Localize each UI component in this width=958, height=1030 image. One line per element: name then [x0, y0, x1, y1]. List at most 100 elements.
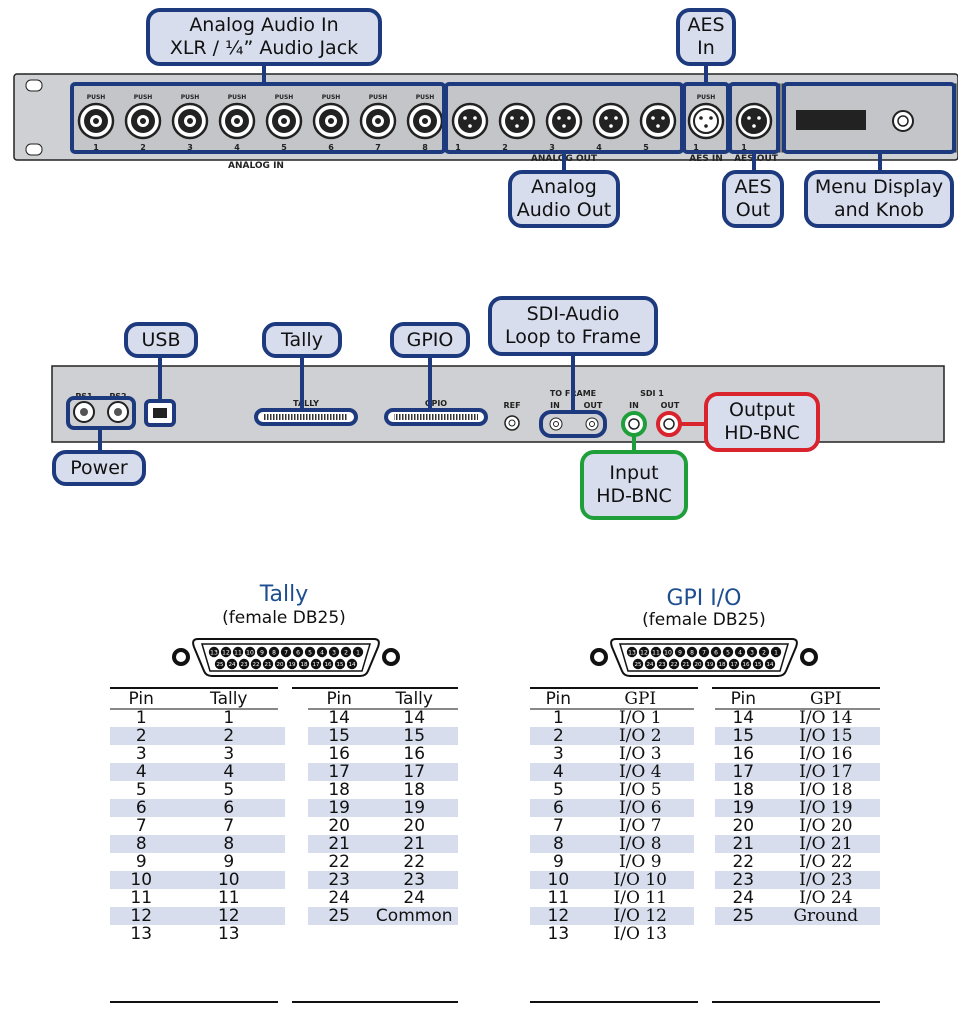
table-cell: 9	[552, 852, 564, 872]
channel-number: 5	[643, 143, 649, 152]
aes-in-label: AES IN	[689, 154, 723, 164]
table-cell: 19	[714, 799, 772, 817]
table-cell: 8	[530, 835, 587, 853]
col-header: GPI	[809, 689, 842, 709]
pin-number: 6	[714, 649, 718, 656]
table-cell: 3	[135, 744, 147, 764]
pin-number: 20	[695, 662, 702, 668]
pin-dot	[632, 658, 644, 670]
pin-number: 7	[284, 649, 288, 656]
table-cell: Common	[370, 907, 458, 925]
table-rules	[110, 687, 880, 1003]
table-cell: 13	[217, 924, 240, 944]
table-cell: I/O 24	[799, 888, 853, 908]
table-cell	[715, 925, 772, 943]
table-cell: 12	[110, 907, 173, 925]
table-cell: 16	[328, 744, 350, 764]
table-cell: 21	[370, 835, 458, 853]
pin-dot	[334, 658, 346, 670]
pin-number: 15	[755, 662, 762, 668]
table-cell: I/O 16	[799, 744, 853, 764]
table-cell: 10	[110, 871, 173, 889]
table-cell: 11	[547, 888, 570, 908]
table-cell: 17	[370, 763, 458, 781]
callout-aes-out: AES Out	[722, 170, 784, 228]
pin-dot	[722, 646, 734, 658]
pin-number: 1	[774, 649, 778, 656]
callout-text: Power	[70, 456, 128, 479]
table-cell: 14	[732, 708, 755, 728]
pin-dot	[662, 646, 674, 658]
table-cell: 12	[172, 907, 286, 925]
ref-label: REF	[503, 401, 520, 410]
table-cell: I/O 1	[618, 708, 662, 728]
gpi-title: GPI I/O	[666, 586, 742, 611]
callout-menu-display-knob: Menu Display and Knob	[804, 170, 954, 228]
table-cell: 5	[223, 780, 235, 800]
input-hd-bnc	[621, 411, 647, 437]
table-cell: 2	[530, 727, 587, 745]
sdi-in-label: IN	[629, 401, 639, 410]
pin-number: 23	[241, 662, 248, 668]
pin-dot	[268, 646, 280, 658]
table-cell: I/O 21	[771, 835, 880, 853]
table-cell: 18	[732, 780, 755, 800]
callout-text: and Knob	[834, 199, 924, 221]
table-cell: 23	[714, 871, 772, 889]
pin-number: 16	[325, 662, 332, 668]
pin-dot	[758, 646, 770, 658]
analog-out-xlr: 1	[451, 102, 489, 152]
table-cell: 19	[370, 799, 458, 817]
push-label: PUSH	[369, 94, 388, 101]
table-cell: I/O 2	[586, 727, 694, 745]
table-cell: 1	[135, 708, 147, 728]
pin-dot	[310, 658, 322, 670]
table-cell: 20	[403, 816, 426, 836]
to-frame-out-label: OUT	[584, 401, 603, 410]
table-cell: I/O 18	[799, 780, 853, 800]
pin-dot	[698, 646, 710, 658]
pin-dot	[226, 658, 238, 670]
callout-text: HD-BNC	[596, 485, 672, 507]
menu-knob[interactable]	[892, 110, 914, 132]
table-cell: I/O 8	[586, 835, 694, 853]
table-cell: 6	[172, 799, 286, 817]
pin-dot	[274, 658, 286, 670]
pin-number: 1	[356, 649, 360, 656]
analog-out-xlr: 5	[639, 102, 677, 152]
table-cell: 23	[307, 871, 371, 889]
pin-dot	[638, 646, 650, 658]
callout-aes-in: AES In	[676, 8, 736, 66]
table-cell	[308, 925, 371, 943]
pin-number: 14	[767, 662, 774, 668]
screw-nut-icon	[590, 648, 608, 666]
power-connectors	[73, 401, 129, 423]
callout-input-hd-bnc: Input HD-BNC	[580, 450, 688, 520]
table-cell: 14	[328, 708, 350, 728]
channel-number: 2	[502, 143, 508, 152]
table-cell: 10	[530, 871, 587, 889]
pin-number: 12	[222, 649, 230, 656]
pin-number: 14	[349, 662, 356, 668]
col-header: GPI	[624, 689, 657, 709]
table-cell: 1	[552, 708, 564, 728]
pin-number: 21	[265, 662, 272, 668]
callout-usb: USB	[124, 322, 198, 358]
table-cell: 5	[135, 780, 147, 800]
